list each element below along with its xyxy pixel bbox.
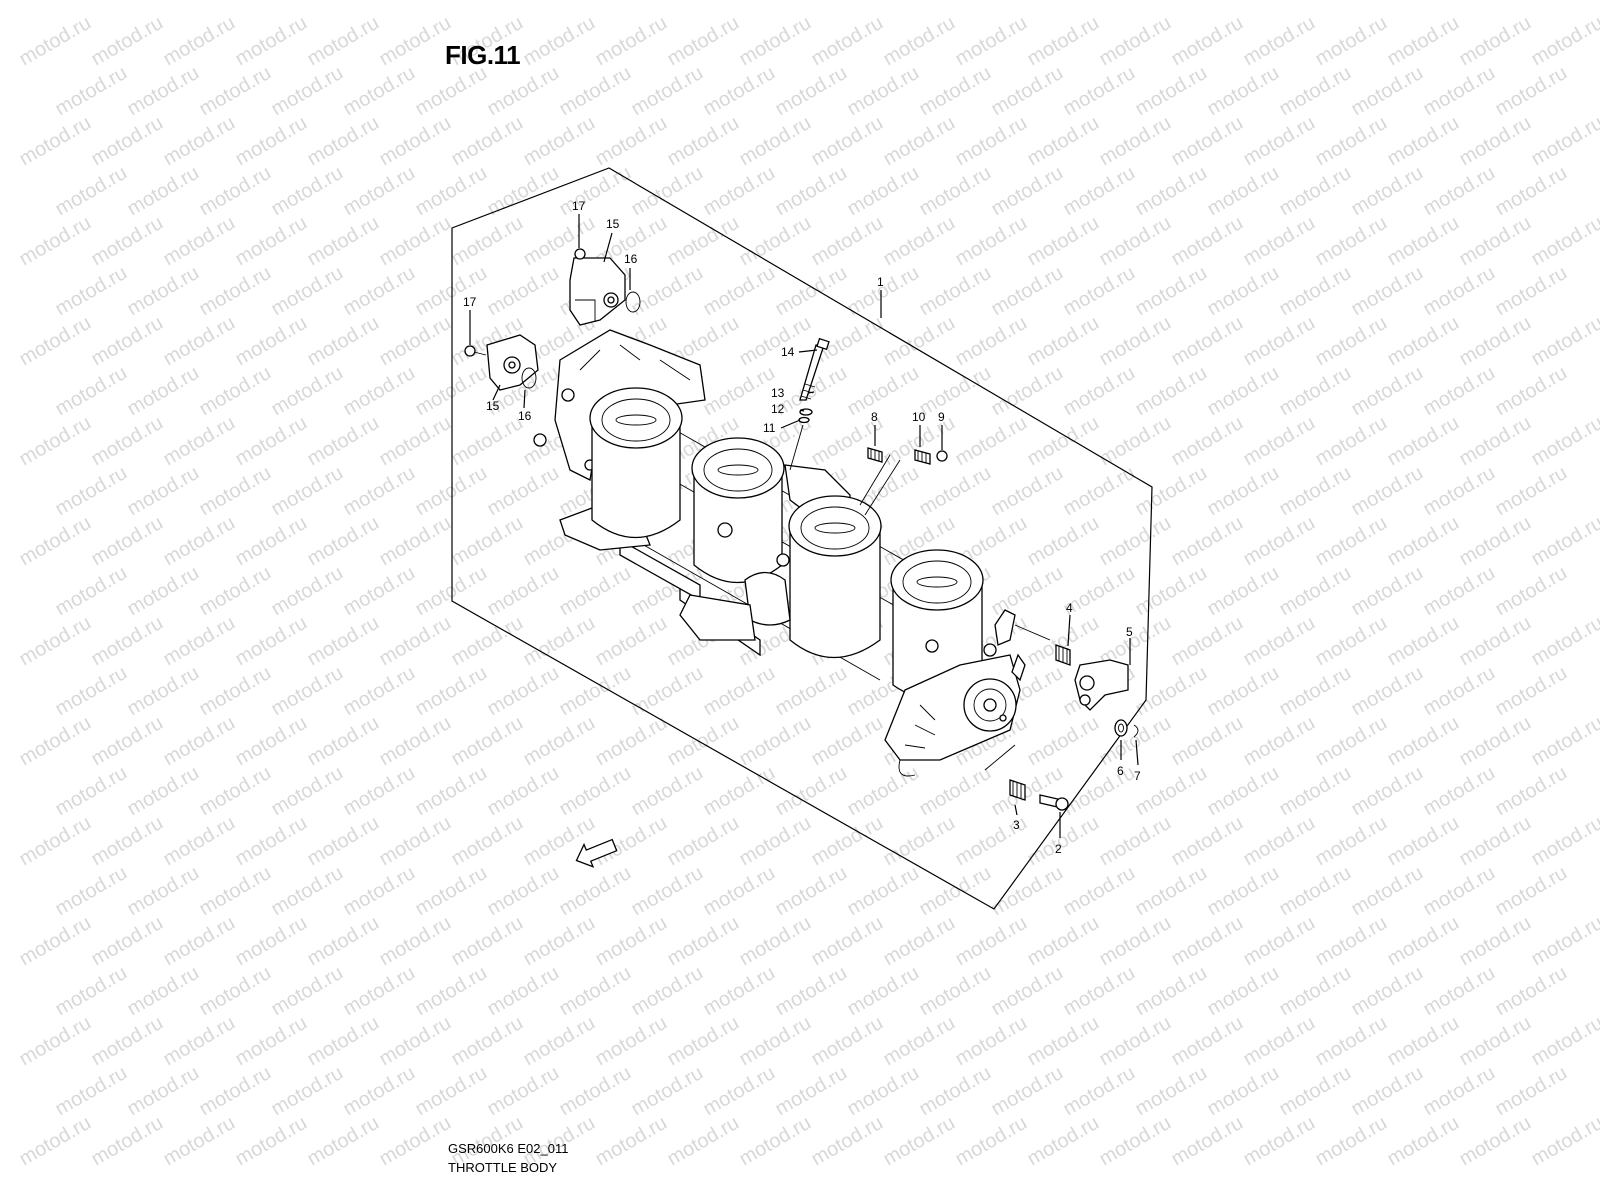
throttle-position-sensor-upper [569,248,641,326]
sync-screw-set [859,447,948,516]
callout-3: 3 [1013,818,1020,832]
idle-adjust-screw-set [984,744,1069,811]
throttle-body-assembly [533,329,1051,777]
throttle-lever-set [1055,644,1139,738]
leader-lines [469,214,1139,838]
callout-11: 11 [763,421,776,435]
throttle-bore-3 [788,495,882,659]
throttle-bore-2 [691,437,785,584]
throttle-bore-1 [589,387,683,539]
assembly-frame [451,167,1153,910]
callout-17-upper: 17 [572,199,586,213]
callout-15-upper: 15 [606,217,620,231]
callout-1: 1 [877,275,884,289]
callout-4: 4 [1066,601,1073,615]
figure-title: FIG.11 [445,40,521,70]
callout-14: 14 [781,345,795,359]
callout-16-lower: 16 [518,409,532,423]
callout-5: 5 [1126,625,1133,639]
figure-code: GSR600K6 E02_011 [448,1141,569,1156]
fast-idle-screw-set [789,337,830,471]
callout-8: 8 [871,410,878,424]
throttle-position-sensor-lower [464,334,539,391]
callout-15-lower: 15 [486,399,500,413]
callout-16-upper: 16 [624,252,638,266]
callout-2: 2 [1055,842,1062,856]
callout-13: 13 [771,386,785,400]
callout-12: 12 [771,402,785,416]
callout-labels: 1 2 3 4 5 6 7 8 9 10 11 12 13 14 15 15 1… [463,199,1141,856]
callout-10: 10 [912,410,926,424]
callout-17-lower: 17 [463,295,477,309]
callout-7: 7 [1134,769,1141,783]
figure-name: THROTTLE BODY [448,1160,558,1175]
fwd-arrow-icon: FWD [575,838,618,868]
callout-6: 6 [1117,764,1124,778]
callout-9: 9 [938,410,945,424]
